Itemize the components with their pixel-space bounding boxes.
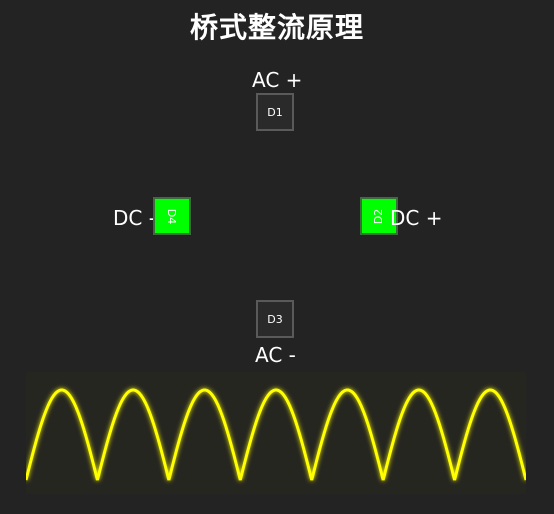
diode-d2[interactable]: D2 xyxy=(360,197,398,235)
diode-d1-label: D1 xyxy=(267,105,283,119)
diode-d2-label: D2 xyxy=(372,208,386,224)
dc-plus-label: DC + xyxy=(390,206,443,230)
ac-plus-label: AC + xyxy=(252,68,303,92)
diode-d3-label: D3 xyxy=(267,312,283,326)
dc-minus-label: DC - xyxy=(113,206,156,230)
waveform-trace xyxy=(26,388,526,481)
page-title: 桥式整流原理 xyxy=(189,11,364,44)
diode-d4[interactable]: D4 xyxy=(153,197,191,235)
diode-d3[interactable]: D3 xyxy=(256,300,294,338)
diode-d1[interactable]: D1 xyxy=(256,93,294,131)
diode-d4-label: D4 xyxy=(165,208,179,224)
rectified-waveform xyxy=(26,388,526,481)
ac-minus-label: AC - xyxy=(255,343,296,367)
waveform-display xyxy=(26,372,526,494)
